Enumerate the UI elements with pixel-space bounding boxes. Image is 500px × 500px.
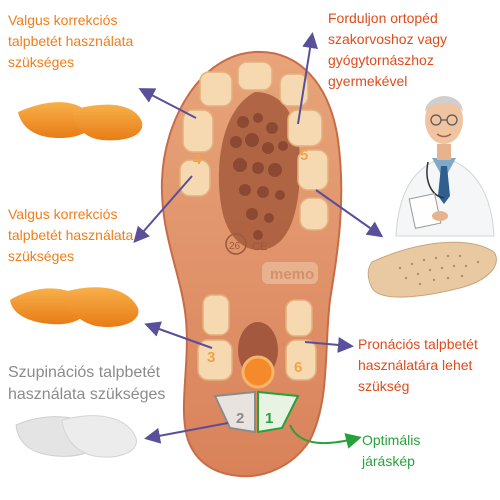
- orange-insoles-top: [18, 102, 143, 141]
- arrow-valgus-mid: [133, 175, 193, 244]
- label-valgus-mid: Valgus korrekciós talpbetét használata s…: [8, 206, 134, 264]
- zone-5-number: 5: [300, 147, 308, 164]
- tan-insole: [367, 241, 497, 298]
- doctor-portrait: [395, 96, 495, 237]
- shoe-sole: memo 26 CE: [160, 50, 343, 478]
- arrow-orthopedic: [297, 32, 319, 125]
- label-orthopedic: Forduljon ortopéd szakorvoshoz vagy gyóg…: [328, 10, 448, 89]
- label-optimal: Optimális járáskép: [362, 432, 421, 469]
- label-valgus-top: Valgus korrekciós talpbetét használata s…: [8, 12, 134, 70]
- zone-4-number: 4: [193, 151, 202, 168]
- arrow-optimal: [289, 424, 362, 449]
- label-supination: Szupinációs talpbetét használata szükség…: [8, 364, 166, 403]
- label-pronation: Pronációs talpbetét használatára lehet s…: [358, 336, 478, 394]
- zone-6-number: 6: [294, 359, 302, 376]
- grey-insoles: [15, 415, 137, 458]
- zone-3-number: 3: [207, 349, 215, 366]
- arrow-valgus-top: [138, 88, 197, 119]
- zone-1-number: 1: [265, 410, 273, 427]
- arrow-tan-insole: [315, 189, 384, 238]
- arrow-supination: [144, 321, 213, 349]
- zone-numbers: 4 5 3 6 2 1: [193, 147, 308, 427]
- brand-mark: memo: [270, 266, 314, 283]
- ce-mark: CE: [252, 241, 267, 253]
- orange-insoles-mid: [10, 287, 139, 328]
- zone-2-number: 2: [236, 410, 244, 427]
- arrow-pronation: [304, 336, 354, 353]
- arrow-grey-insole: [144, 422, 229, 444]
- arrows: [133, 32, 384, 444]
- size-mark: 26: [229, 241, 241, 252]
